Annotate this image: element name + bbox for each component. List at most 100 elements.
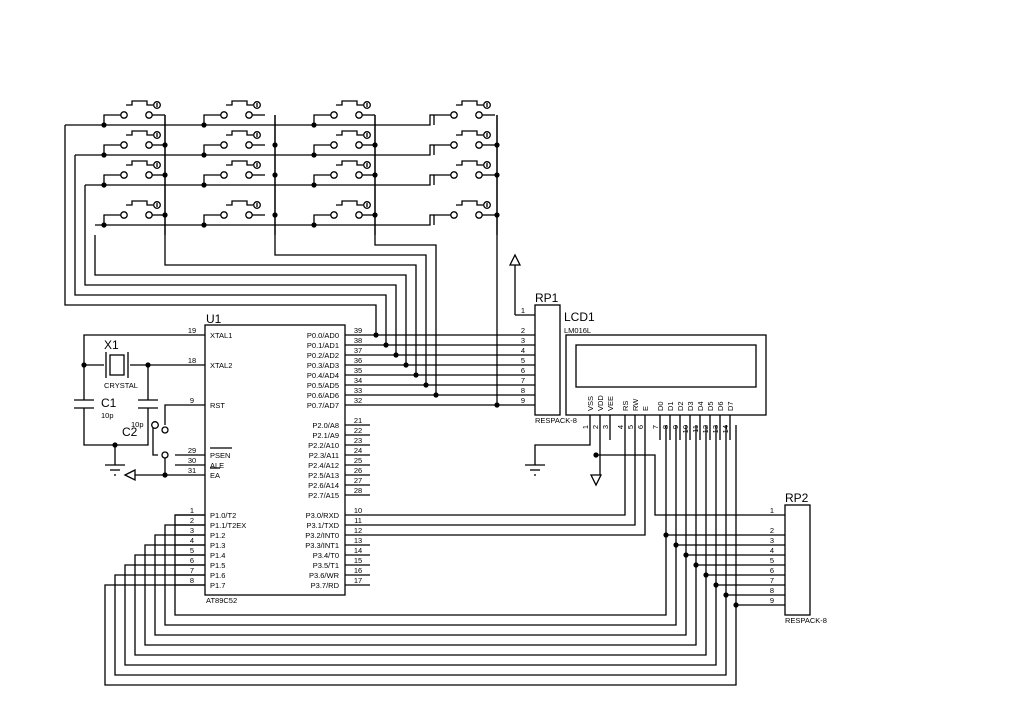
mcu-pin-number: 10	[354, 506, 362, 515]
rp1-ref: RP1	[535, 291, 559, 305]
rp2-body	[784, 504, 811, 616]
push-button	[330, 100, 371, 119]
mcu-pin-number: 8	[190, 576, 194, 585]
rp2-pin-number: 5	[770, 556, 774, 565]
mcu-pin-number: 38	[354, 336, 362, 345]
button-contact	[475, 171, 483, 179]
button-lead	[103, 144, 121, 155]
rp1-pin-number: 4	[521, 346, 525, 355]
rp2-part: RESPACK-8	[785, 616, 827, 625]
e-wire	[370, 440, 646, 536]
lcd-pin-name: D0	[656, 401, 665, 411]
button-plunger	[226, 100, 253, 106]
mcu-pin-name: ALE	[210, 461, 224, 470]
junction-dot	[713, 582, 719, 588]
push-button	[450, 200, 491, 219]
rp2-ref: RP2	[785, 491, 809, 505]
push-button	[330, 130, 371, 149]
mcu-pin-number: 23	[354, 436, 362, 445]
button-contact	[145, 111, 153, 119]
mcu-pin-number: 36	[354, 356, 362, 365]
mcu-pin-name: P2.5/A13	[308, 471, 339, 480]
mcu-pin-name: P2.7/A15	[308, 491, 339, 500]
mcu-pin-number: 30	[188, 456, 196, 465]
rp1-pin-number: 2	[521, 326, 525, 335]
mcu-pin-number: 25	[354, 456, 362, 465]
mcu-pin-name: P2.4/A12	[308, 461, 339, 470]
mcu-pin-number: 34	[354, 376, 362, 385]
cap1-value: 10p	[101, 411, 114, 420]
mcu-pin-name: P0.1/AD1	[307, 341, 339, 350]
reset-contact	[161, 451, 169, 459]
mcu-pin-number: 14	[354, 546, 362, 555]
mcu-pin-name: P3.5/T1	[313, 561, 339, 570]
lcd-pin-number: 6	[636, 425, 645, 429]
xtal2-wire	[147, 364, 175, 400]
push-button	[450, 100, 491, 119]
lcd-pin-number: 1	[581, 425, 590, 429]
button-lead	[203, 144, 221, 155]
mcu-pin-name: P1.3	[210, 541, 225, 550]
reset-actuator-icon	[151, 421, 159, 429]
junction-dot	[423, 382, 429, 388]
power-arrow-down-icon	[589, 474, 603, 487]
junction-dot	[81, 362, 87, 368]
rp2-pin-number: 2	[770, 526, 774, 535]
mcu-ref: U1	[206, 312, 222, 326]
mcu-pin-number: 31	[188, 466, 196, 475]
keypad-col-bus	[374, 115, 437, 395]
mcu-pin-name: P1.4	[210, 551, 225, 560]
mcu-pin-name: P1.7	[210, 581, 225, 590]
button-contact	[220, 111, 228, 119]
lcd-display-window	[575, 344, 757, 388]
button-lead	[433, 114, 451, 125]
mcu-pin-name: RST	[210, 401, 225, 410]
push-button	[330, 160, 371, 179]
lcd-pin-name: RW	[631, 398, 640, 411]
button-contact	[145, 171, 153, 179]
mcu-pin-name: P1.0/T2	[210, 511, 236, 520]
rp2-pin-number: 6	[770, 566, 774, 575]
mcu-pin-number: 3	[190, 526, 194, 535]
button-contact	[355, 171, 363, 179]
lcd-pin-name: RS	[621, 401, 630, 411]
rp1-pin-number: 9	[521, 396, 525, 405]
lcd-part: LM016L	[564, 326, 591, 335]
mcu-pin-number: 19	[188, 326, 196, 335]
crystal-body	[109, 354, 125, 376]
button-plunger	[226, 130, 253, 136]
mcu-pin-name: P3.3/INT1	[305, 541, 339, 550]
mcu-pin-name: P0.4/AD4	[307, 371, 339, 380]
mcu-pin-name: P3.0/RXD	[306, 511, 340, 520]
lcd-pin-number: 2	[591, 425, 600, 429]
button-lead	[203, 174, 221, 185]
data-bus-wire	[144, 425, 697, 646]
keypad-row-bus	[94, 235, 407, 365]
button-contact	[145, 141, 153, 149]
rp2-pin-number: 8	[770, 586, 774, 595]
mcu-pin-number: 29	[188, 446, 196, 455]
mcu-pin-name: P1.1/T2EX	[210, 521, 246, 530]
mcu-pin-name: P0.2/AD2	[307, 351, 339, 360]
mcu-pin-name: XTAL1	[210, 331, 232, 340]
mcu-pin-number: 7	[190, 566, 194, 575]
mcu-pin-name: P3.6/WR	[309, 571, 340, 580]
crystal-ref: X1	[104, 338, 119, 352]
reset-plunger	[152, 424, 158, 456]
keypad-row-wire	[85, 174, 434, 186]
data-bus-wire	[154, 425, 687, 636]
rw-wire	[370, 440, 636, 526]
button-contact	[450, 171, 458, 179]
cap2-value: 10p	[131, 420, 144, 429]
rp2-pin-number: 4	[770, 546, 774, 555]
rp1-pin-number: 7	[521, 376, 525, 385]
junction-dot	[433, 392, 439, 398]
button-plunger	[336, 200, 363, 206]
junction-dot	[703, 572, 709, 578]
push-button	[120, 200, 161, 219]
mcu-pin-number: 17	[354, 576, 362, 585]
rp2-pin-number: 1	[770, 506, 774, 515]
mcu-pin-number: 32	[354, 396, 362, 405]
button-lead	[103, 114, 121, 125]
mcu-pin-number: 26	[354, 466, 362, 475]
